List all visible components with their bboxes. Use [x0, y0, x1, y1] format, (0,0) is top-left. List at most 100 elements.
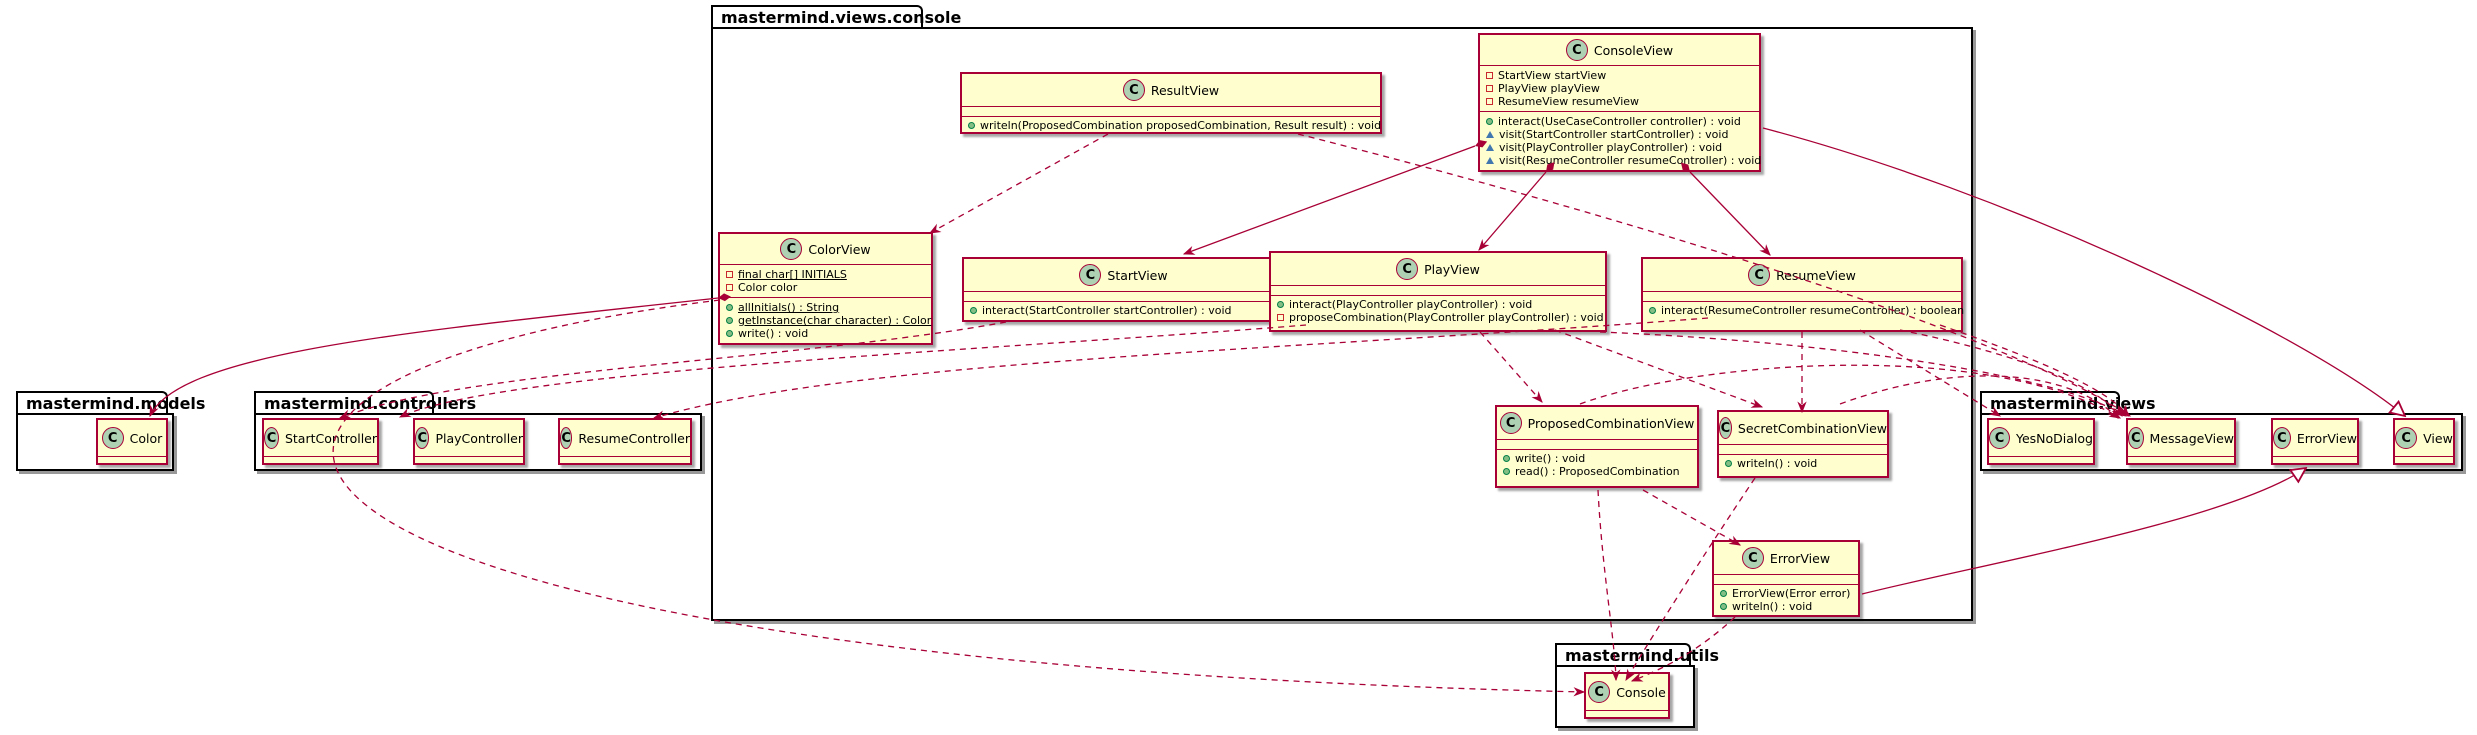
class-name: PlayView: [1424, 261, 1480, 277]
class-icon: C: [1079, 264, 1102, 286]
class-name: ResultView: [1150, 82, 1220, 98]
class-view: C View: [2393, 418, 2455, 465]
class-icon: C: [1719, 417, 1732, 439]
package-tab-console: mastermind.views.console: [711, 5, 961, 27]
class-icon: C: [780, 238, 803, 260]
class-yesnodialog: C YesNoDialog: [1987, 418, 2095, 465]
method: interact(PlayController playController) …: [1289, 298, 1533, 311]
class-name: SecretCombinationView: [1737, 420, 1887, 436]
class-icon: C: [415, 427, 430, 449]
class-icon: C: [1565, 39, 1588, 61]
public-icon: [1277, 301, 1284, 308]
class-icon: C: [1989, 427, 2010, 449]
class-playview: C PlayView interact(PlayController playC…: [1269, 251, 1607, 332]
class-name: ResumeView: [1776, 267, 1856, 283]
class-resultview: C ResultView writeln(ProposedCombination…: [960, 72, 1382, 134]
field: Color color: [738, 281, 798, 294]
public-icon: [1503, 455, 1510, 462]
method: proposeCombination(PlayController playCo…: [1289, 311, 1604, 324]
method: ErrorView(Error error): [1732, 587, 1851, 600]
method: visit(StartController startController) :…: [1499, 128, 1729, 141]
package-tab-controllers: mastermind.controllers: [254, 391, 476, 413]
class-name: StartController: [284, 430, 377, 446]
private-icon: [1277, 314, 1284, 321]
package-visibility-icon: [1486, 157, 1494, 164]
class-console: C Console: [1584, 672, 1670, 719]
class-icon: C: [1122, 79, 1145, 101]
method: read() : ProposedCombination: [1515, 465, 1680, 478]
method: getInstance(char character) : Color: [738, 314, 932, 327]
field: final char[] INITIALS: [738, 268, 847, 281]
public-icon: [970, 307, 977, 314]
public-icon: [726, 317, 733, 324]
class-proposedcombinationview: C ProposedCombinationView write() : void…: [1495, 405, 1699, 488]
class-name: Console: [1616, 684, 1666, 700]
class-errorview: C ErrorView: [2271, 418, 2359, 465]
private-icon: [726, 271, 733, 278]
class-icon: C: [1396, 258, 1419, 280]
class-icon: C: [1499, 412, 1522, 434]
field: ResumeView resumeView: [1498, 95, 1640, 108]
class-icon: C: [2273, 427, 2291, 449]
public-icon: [726, 330, 733, 337]
public-icon: [1503, 468, 1510, 475]
class-icon: C: [1588, 681, 1611, 703]
public-icon: [1720, 590, 1727, 597]
class-startview: C StartView interact(StartController sta…: [962, 257, 1285, 322]
method: visit(PlayController playController) : v…: [1499, 141, 1723, 154]
package-tab-utils: mastermind.utils: [1555, 643, 1719, 665]
private-icon: [726, 284, 733, 291]
public-icon: [1725, 460, 1732, 467]
class-colorview: C ColorView final char[] INITIALS Color …: [718, 232, 933, 345]
package-tab-views: mastermind.views: [1980, 391, 2156, 413]
method: allInitials() : String: [738, 301, 840, 314]
class-name: ErrorView: [1769, 550, 1831, 566]
class-name: StartView: [1107, 267, 1168, 283]
package-visibility-icon: [1486, 131, 1494, 138]
private-icon: [1486, 72, 1493, 79]
class-consoleview: C ConsoleView StartView startView PlayVi…: [1478, 33, 1761, 172]
class-name: ResumeController: [578, 430, 690, 446]
method: visit(ResumeController resumeController)…: [1499, 154, 1762, 167]
class-name: ProposedCombinationView: [1527, 415, 1695, 431]
class-icon: C: [1748, 264, 1771, 286]
class-name: YesNoDialog: [2016, 430, 2093, 446]
class-name: View: [2423, 430, 2453, 446]
class-name: Color: [129, 430, 163, 446]
public-icon: [1486, 118, 1493, 125]
class-icon: C: [1741, 547, 1764, 569]
class-icon: C: [264, 427, 279, 449]
private-icon: [1486, 85, 1493, 92]
public-icon: [1720, 603, 1727, 610]
class-icon: C: [2128, 427, 2144, 449]
method: write() : void: [1515, 452, 1586, 465]
package-visibility-icon: [1486, 144, 1494, 151]
class-messageview: C MessageView: [2126, 418, 2236, 465]
method: writeln() : void: [1737, 457, 1818, 470]
class-startcontroller: C StartController: [262, 418, 379, 465]
class-icon: C: [2395, 427, 2418, 449]
class-name: ColorView: [808, 241, 871, 257]
class-name: PlayController: [435, 430, 523, 446]
class-resumeview: C ResumeView interact(ResumeController r…: [1641, 257, 1965, 332]
private-icon: [1486, 98, 1493, 105]
method: writeln() : void: [1732, 600, 1813, 613]
method: interact(UseCaseController controller) :…: [1498, 115, 1741, 128]
public-icon: [968, 122, 975, 129]
field: PlayView playView: [1498, 82, 1600, 95]
class-icon: C: [560, 427, 573, 449]
class-secretcombinationview: C SecretCombinationView writeln() : void: [1717, 410, 1889, 478]
method: interact(ResumeController resumeControll…: [1661, 304, 1965, 317]
field: StartView startView: [1498, 69, 1607, 82]
class-resumecontroller: C ResumeController: [558, 418, 692, 465]
class-name: ErrorView: [2296, 430, 2357, 446]
method: write() : void: [738, 327, 809, 340]
method: writeln(ProposedCombination proposedComb…: [980, 119, 1382, 132]
method: interact(StartController startController…: [982, 304, 1232, 317]
class-errorview-console: C ErrorView ErrorView(Error error) write…: [1712, 540, 1860, 617]
package-tab-models: mastermind.models: [16, 391, 205, 413]
class-name: ConsoleView: [1593, 42, 1674, 58]
class-name: MessageView: [2149, 430, 2234, 446]
class-playcontroller: C PlayController: [413, 418, 525, 465]
